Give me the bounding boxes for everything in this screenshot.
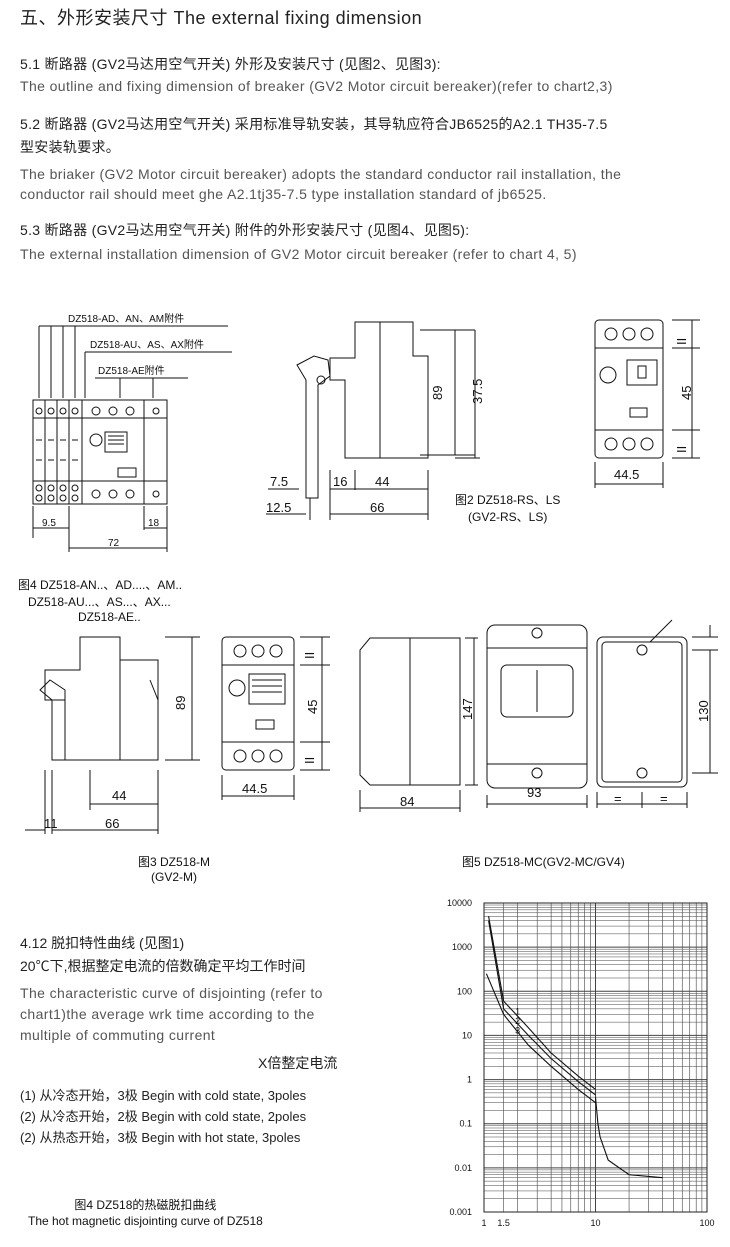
fig4-dim-18: 18 [148, 518, 160, 529]
s52-en-2: conductor rail should meet ghe A2.1tj35-… [20, 186, 547, 202]
fig2-dim-44: 44 [375, 474, 389, 489]
fig4-dim-72: 72 [108, 538, 120, 549]
chart-x-tick: 100 [699, 1218, 714, 1228]
chart-series-line [488, 916, 596, 1090]
chart-series-line [485, 973, 596, 1104]
fig2-dim-37-5: 37.5 [470, 379, 485, 404]
fig5-dim-130: 130 [696, 700, 711, 722]
fig2-dim-7-5: 7.5 [270, 474, 288, 489]
fig4-label-ae: DZ518-AE附件 [98, 364, 165, 377]
legend-list: (1) 从冷态开始，3极 Begin with cold state, 3pol… [20, 1085, 306, 1148]
fig5-eq-right: = [660, 791, 668, 806]
fig2-dim-12-5: 12.5 [266, 500, 291, 515]
chart-y-tick: 1 [467, 1075, 472, 1085]
fig2-dim-16: 16 [333, 474, 347, 489]
fig3-dim-11: 11 [44, 816, 58, 831]
fig3-side-drawing [25, 636, 200, 834]
chart-x-tick: 10 [590, 1218, 600, 1228]
fig3-dim-66: 66 [105, 816, 119, 831]
fig3-dim-44-5: 44.5 [242, 781, 267, 796]
s52-cn-1: 5.2 断路器 (GV2马达用空气开关) 采用标准导轨安装，其导轨应符合JB65… [20, 116, 608, 132]
fig3-dim-45: 45 [305, 700, 320, 714]
s53-en: The external installation dimension of G… [20, 246, 577, 262]
fig5-front-drawing [486, 624, 588, 808]
chart-caption: 图4 DZ518的热磁脱扣曲线 The hot magnetic disjoin… [28, 1198, 263, 1228]
fig3-dim-44: 44 [112, 788, 126, 803]
legend-item: (1) 从冷态开始，3极 Begin with cold state, 3pol… [20, 1088, 307, 1103]
s51-en: The outline and fixing dimension of brea… [20, 78, 613, 94]
fig2-front-drawing [594, 319, 700, 488]
s412-en: The characteristic curve of disjointing … [20, 985, 323, 1043]
s52-cn-2: 型安装轨要求。 [20, 139, 121, 155]
chart-x-tick: 1 [481, 1218, 486, 1228]
fig3-caption: 图3 DZ518-M (GV2-M) [138, 855, 211, 884]
fig3-dim-89: 89 [173, 696, 188, 710]
s412-title: 4.12 脱扣特性曲线 (见图1) [20, 935, 185, 951]
chart-curve-label: 1 [515, 1006, 520, 1016]
fig2-mark-top: II [674, 338, 689, 345]
fig4-dim-9-5: 9.5 [42, 518, 56, 529]
fig2-dim-89: 89 [430, 386, 445, 400]
x-axis-label: X倍整定电流 [258, 1055, 338, 1071]
fig5-back-drawing [596, 619, 718, 808]
chart-y-tick: 0.1 [459, 1119, 472, 1129]
s52-en-1: The briaker (GV2 Motor circuit bereaker)… [20, 166, 622, 182]
fig5-dim-93: 93 [527, 785, 541, 800]
chart-y-tick: 10000 [447, 898, 472, 908]
chart-y-tick: 0.01 [454, 1163, 472, 1173]
fig2-dim-66: 66 [370, 500, 384, 515]
fig5-caption: 图5 DZ518-MC(GV2-MC/GV4) [462, 855, 625, 869]
fig2-caption: 图2 DZ518-RS、LS (GV2-RS、LS) [455, 493, 561, 524]
fig5-side-drawing [359, 637, 478, 812]
fig5-eq-left: = [614, 791, 622, 806]
fig4-label-ad: DZ518-AD、AN、AM附件 [68, 312, 184, 325]
legend-item: (2) 从冷态开始，2极 Begin with cold state, 2pol… [20, 1109, 307, 1124]
s51-cn: 5.1 断路器 (GV2马达用空气开关) 外形及安装尺寸 (见图2、见图3): [20, 56, 441, 72]
chart-frame [483, 902, 708, 1213]
chart-y-tick: 0.001 [449, 1207, 472, 1217]
chart-series-line [594, 1097, 663, 1179]
chart-x-tick: 1.5 [497, 1218, 510, 1228]
fig4-label-au: DZ518-AU、AS、AX附件 [90, 338, 204, 351]
fig4-caption: 图4 DZ518-AN..、AD....、AM.. DZ518-AU...、AS… [18, 578, 183, 624]
fig3-mark-top: II [302, 652, 317, 659]
fig3-front-drawing [221, 636, 330, 800]
fig3-mark-bottom: II [302, 757, 317, 764]
fig2-mark-bottom: II [674, 446, 689, 453]
s53-cn: 5.3 断路器 (GV2马达用空气开关) 附件的外形安装尺寸 (见图4、见图5)… [20, 222, 470, 238]
chart-curve-label: 3 [515, 1026, 520, 1036]
chart-curve-label: 2 [515, 1016, 520, 1026]
chart-y-tick: 10 [462, 1030, 472, 1040]
fig5-dim-147: 147 [460, 698, 475, 720]
fig2-dim-44-5: 44.5 [614, 467, 639, 482]
fig5-dim-84: 84 [400, 794, 414, 809]
chart-y-tick: 100 [457, 986, 472, 996]
fig2-dim-45: 45 [679, 386, 694, 400]
fig4-drawing [32, 325, 232, 552]
fig2-side-drawing [266, 321, 480, 520]
chart-series-line [488, 920, 596, 1096]
chart-y-tick: 1000 [452, 942, 472, 952]
s412-subtitle: 20℃下,根据整定电流的倍数确定平均工作时间 [20, 958, 306, 974]
section-heading: 五、外形安装尺寸 The external fixing dimension [20, 8, 423, 28]
legend-item: (2) 从热态开始，3极 Begin with hot state, 3pole… [20, 1130, 301, 1145]
